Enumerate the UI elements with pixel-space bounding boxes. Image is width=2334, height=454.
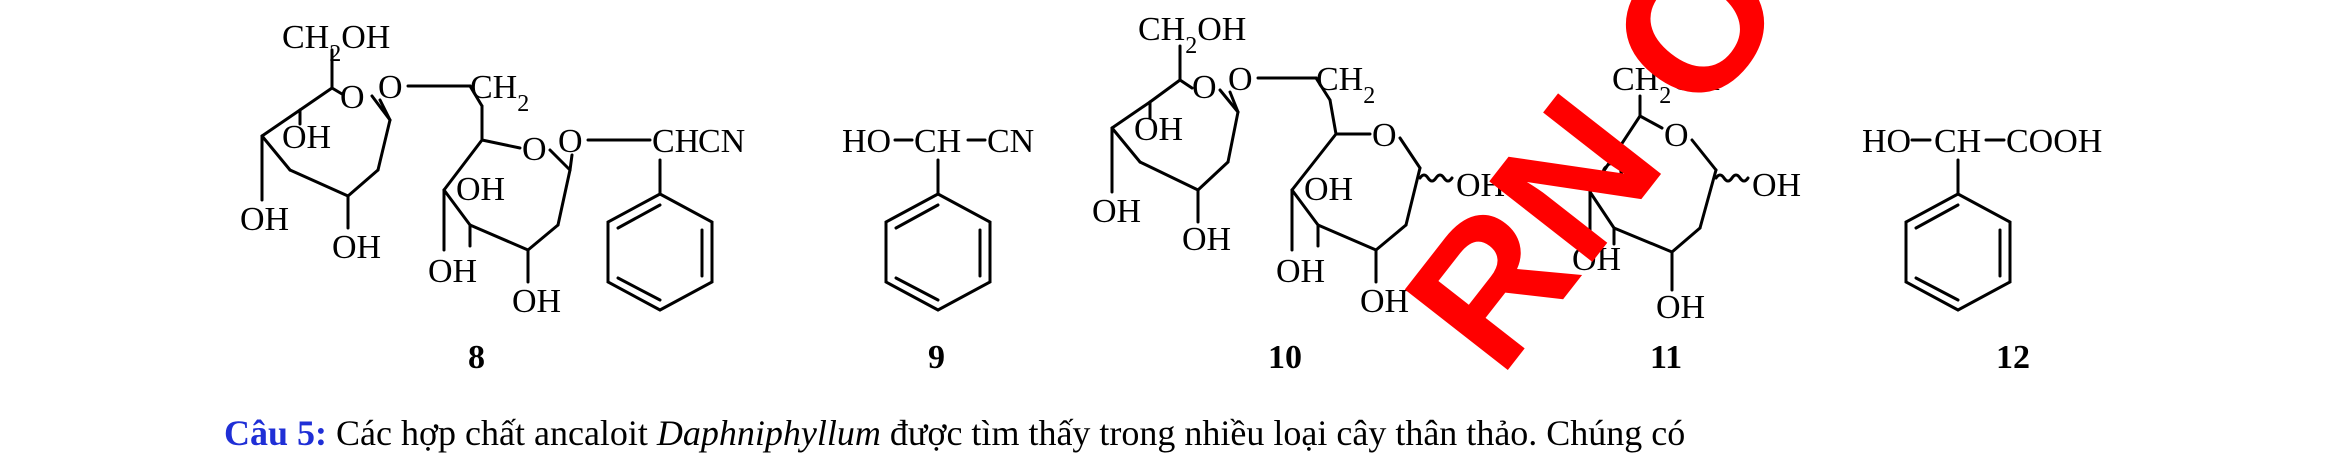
c9-ch: CH xyxy=(914,123,961,160)
compound-number-11: 11 xyxy=(1650,339,1682,376)
c8-cn: CN xyxy=(698,123,745,160)
compound-10-labels: CH2OH O O CH2 OH OH OH O OH OH OH OH 10 xyxy=(1092,11,1505,376)
c11-oh: OH xyxy=(1572,241,1621,278)
compound-10-bonds xyxy=(1110,44,1454,284)
c10-oh: OH xyxy=(1276,253,1325,290)
compound-8-bonds xyxy=(260,48,714,312)
c10-oh: OH xyxy=(1092,193,1141,230)
compound-number-8: 8 xyxy=(468,339,485,376)
c9-ho: HO xyxy=(842,123,891,160)
c8-oh: OH xyxy=(240,201,289,238)
compound-11-labels: CH2OH O OH OH OH OH 11 xyxy=(1572,61,1801,376)
c8-oh: OH xyxy=(332,229,381,266)
question-text-before: Các hợp chất ancaloit xyxy=(327,413,657,453)
c8-ch: CH xyxy=(652,123,699,160)
c8-ring-oxygen: O xyxy=(340,79,365,116)
compound-number-9: 9 xyxy=(928,339,945,376)
compound-12-labels: HO CH COOH 12 xyxy=(1862,123,2102,376)
c10-ring-oxygen: O xyxy=(1192,69,1217,106)
compound-number-10: 10 xyxy=(1268,339,1302,376)
compound-11-bonds xyxy=(1588,94,1750,292)
c12-ch: CH xyxy=(1934,123,1981,160)
c10-anomeric-oh: OH xyxy=(1456,167,1505,204)
c10-ring-oxygen: O xyxy=(1372,117,1397,154)
c10-ch2oh: CH2OH xyxy=(1138,11,1246,59)
c10-link-oxygen: O xyxy=(1228,61,1253,98)
c8-link-oxygen: O xyxy=(378,69,403,106)
c11-oh: OH xyxy=(1656,289,1705,326)
question-label: Câu 5: xyxy=(224,413,328,453)
c8-link-oxygen: O xyxy=(558,123,583,160)
c8-oh: OH xyxy=(282,119,331,156)
compound-12-bonds xyxy=(1904,138,2012,312)
c12-cooh: COOH xyxy=(2006,123,2102,160)
c9-cn: CN xyxy=(987,123,1034,160)
c8-ch2: CH2 xyxy=(470,69,529,117)
compound-8-labels: CH2OH O O CH2 OH OH OH O O CH CN OH OH O… xyxy=(240,19,745,376)
question-text-after: được tìm thấy trong nhiều loại cây thân … xyxy=(880,413,1686,453)
question-text-italic: Daphniphyllum xyxy=(656,413,881,453)
c10-oh: OH xyxy=(1182,221,1231,258)
question-line: Câu 5: Các hợp chất ancaloit Daphniphyll… xyxy=(224,412,1685,454)
c8-ring-oxygen: O xyxy=(522,131,547,168)
c10-ch2: CH2 xyxy=(1316,61,1375,109)
c11-ring-oxygen: O xyxy=(1664,117,1689,154)
c8-oh: OH xyxy=(456,171,505,208)
c8-oh: OH xyxy=(512,283,561,320)
c10-oh: OH xyxy=(1360,283,1409,320)
question-text: Các hợp chất ancaloit Daphniphyllum được… xyxy=(327,413,1685,453)
compound-number-12: 12 xyxy=(1996,339,2030,376)
c11-ch2oh: CH2OH xyxy=(1612,61,1720,109)
c11-anomeric-oh: OH xyxy=(1752,167,1801,204)
c8-ch2oh: CH2OH xyxy=(282,19,390,67)
c12-ho: HO xyxy=(1862,123,1911,160)
c10-oh: OH xyxy=(1134,111,1183,148)
compound-9-bonds xyxy=(884,138,992,312)
c11-oh: OH xyxy=(1600,157,1649,194)
c10-oh: OH xyxy=(1304,171,1353,208)
c8-oh: OH xyxy=(428,253,477,290)
compound-9-labels: HO CH CN 9 xyxy=(842,123,1034,376)
